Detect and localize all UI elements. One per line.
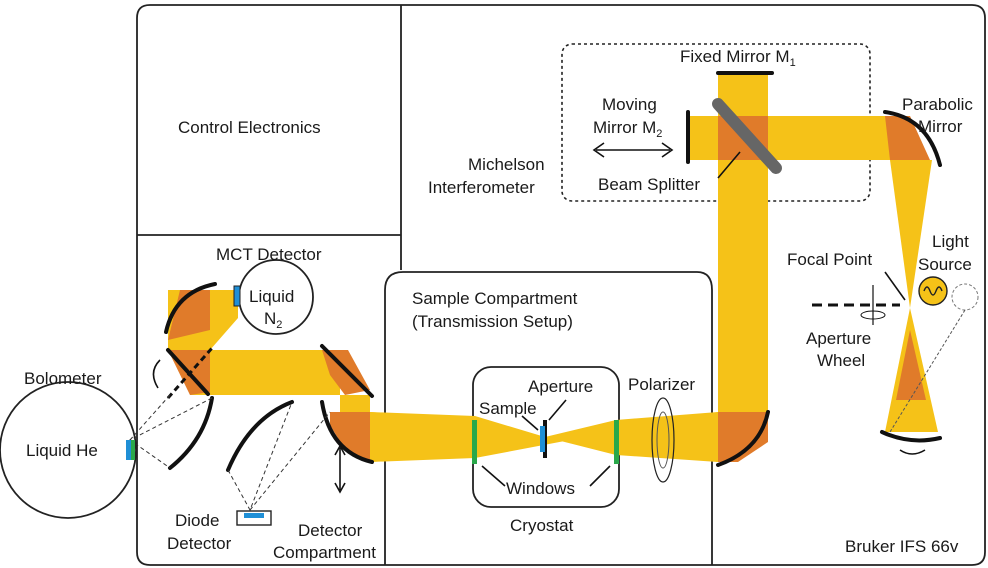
diode-element [244,513,264,518]
label-polarizer: Polarizer [628,375,695,394]
sample-pointer [521,415,539,431]
bolometer-dewar [0,381,137,519]
beam-splitter-pointer [717,151,741,179]
polarizer-element [651,397,675,483]
label-control-electronics: Control Electronics [178,118,321,137]
beam-from-sample [370,412,545,462]
label-parabolic-1: Parabolic [902,95,973,114]
moving-mirror-arrow [592,142,674,158]
light-source-alt [951,283,979,311]
detector-mirror-arrow [334,444,346,494]
lower-mirror-rotation-icon [899,449,926,455]
label-beam-splitter: Beam Splitter [598,175,700,194]
label-mct-detector: MCT Detector [216,245,322,264]
beam-to-focus [890,160,932,308]
polarizer-grid [656,411,670,469]
lamp-filament-icon [923,286,943,296]
label-aperture: Aperture [528,377,593,396]
label-diode-2: Detector [167,534,232,553]
label-michelson-1: Michelson [468,155,545,174]
ray-diode [227,401,293,512]
windows-pointer-right [589,465,611,487]
output-corner-mirror [716,410,770,467]
beam-lower-overlap [896,330,926,400]
label-detector-compartment-2: Compartment [273,543,376,562]
light-source-ray [889,309,966,433]
beam-upper-horizontal [190,350,370,412]
beam-fixed-arm [718,73,768,116]
beam-parabolic-reflect [885,116,930,160]
cryostat-window-left [472,420,477,464]
mct-lower-mirror [166,348,210,396]
label-sample-compartment-1: Sample Compartment [412,289,578,308]
beam-output-corner [718,412,768,462]
bolometer-element [126,440,133,460]
label-windows: Windows [506,479,575,498]
label-bruker: Bruker IFS 66v [845,537,959,556]
label-aperture-wheel-1: Aperture [806,329,871,348]
sample-compartment-box [384,271,713,565]
parabolic-mirror [883,110,942,167]
ray-diode-b [249,411,331,511]
beam-paths [168,73,938,462]
cryostat-window-right [614,420,619,464]
label-aperture-wheel-2: Wheel [817,351,865,370]
label-bolometer: Bolometer [24,369,102,388]
label-diode-1: Diode [175,511,219,530]
beam-splitter-plate [712,98,782,174]
sample-element [540,426,545,452]
label-light-1: Light [932,232,969,251]
label-focal-point: Focal Point [787,250,872,269]
ray-bolometer-b [129,394,171,441]
mct-element [233,285,241,307]
detector-selector-mirror [320,400,374,464]
mct-focus-mirror [164,282,217,334]
label-michelson-2: Interferometer [428,178,535,197]
beam-to-sample-b [545,412,718,462]
focal-point-pointer [884,271,906,301]
aperture-pointer [548,399,567,421]
flip-mirror-rotation-icon [152,359,161,389]
lower-focusing-mirror [880,430,942,443]
label-detector-compartment-1: Detector [298,521,363,540]
diode-mirror [226,400,294,472]
label-moving-mirror-1: Moving [602,95,657,114]
label-sample-compartment-2: (Transmission Setup) [412,312,573,331]
label-fixed-mirror: Fixed Mirror M1 [680,47,796,69]
aperture-rotation-icon [860,310,886,320]
beam-detector-mirror [330,412,370,462]
windows-pointer-left [481,465,506,487]
label-mct-n2: N2 [264,309,282,331]
label-moving-mirror-2: Mirror M2 [593,118,662,140]
flip-mirror-dashed [166,347,214,399]
label-light-2: Source [918,255,972,274]
label-cryostat: Cryostat [510,516,574,535]
label-liquid-he: Liquid He [26,441,98,460]
label-parabolic-2: Mirror [918,117,963,136]
upper-right-mirror [320,344,374,398]
light-source-lamp [918,276,948,306]
bolometer-mirror [168,396,214,470]
label-mct-liquid: Liquid [249,287,294,306]
bolometer-window [131,440,135,460]
beam-output-vertical [718,160,768,412]
label-sample: Sample [479,399,537,418]
instrument-housing [136,4,986,566]
